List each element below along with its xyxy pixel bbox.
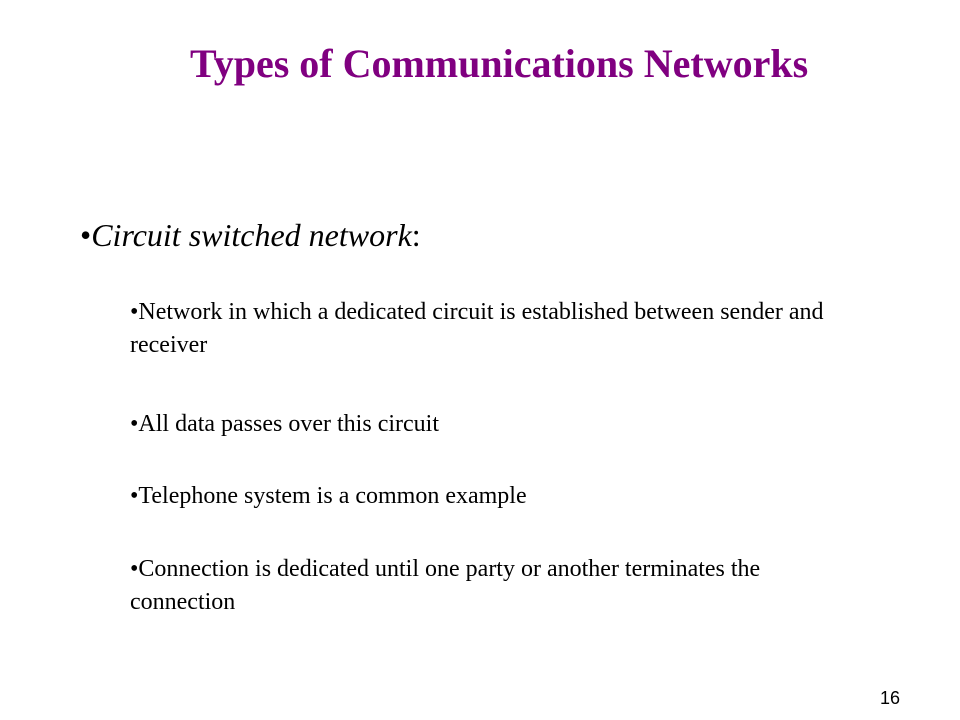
main-bullet-text: Circuit switched network <box>91 217 412 253</box>
sub-bullet-item: •All data passes over this circuit <box>130 411 439 437</box>
main-bullet-suffix: : <box>411 217 421 253</box>
sub-bullet-item: •Telephone system is a common example <box>130 483 527 509</box>
page-number: 16 <box>880 688 901 708</box>
sub-bullet-item: •Network in which a dedicated circuit is… <box>130 299 824 358</box>
main-bullet-marker: • <box>80 217 92 253</box>
slide-title: Types of Communications Networks <box>190 41 809 86</box>
main-bullet: •Circuit switched network: <box>80 217 421 254</box>
sub-bullet-item: •Connection is dedicated until one party… <box>130 556 761 615</box>
